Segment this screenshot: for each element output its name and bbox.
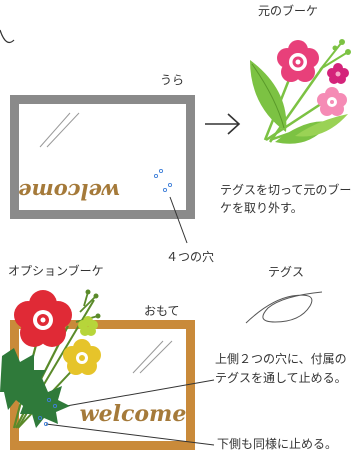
corner-curve — [0, 29, 15, 43]
hole-dot — [37, 415, 43, 421]
original-bouquet-label: 元のブーケ — [258, 4, 319, 18]
front-welcome-text: welcome — [80, 401, 187, 427]
tegusu-loop-icon — [245, 291, 323, 324]
back-frame-glass — [19, 104, 186, 210]
front-label: おもて — [144, 304, 180, 318]
lower-pointer-line — [45, 423, 215, 446]
back-label: うら — [160, 73, 185, 87]
back-welcome-text: welcome — [18, 179, 120, 204]
small-leaf — [295, 114, 348, 137]
hole-dot — [46, 397, 52, 403]
magenta-flower — [327, 63, 349, 84]
hole-dot — [158, 168, 164, 174]
four-holes-label: ４つの穴 — [166, 250, 215, 264]
glass-reflection-line — [139, 340, 173, 374]
red-flower — [14, 290, 72, 347]
cut-note: テグスを切って元のブーケを取り外す。 — [220, 183, 352, 215]
pink-flower — [277, 40, 319, 82]
right-arrow-icon — [205, 113, 241, 135]
tegusu-label: テグス — [268, 265, 305, 279]
hole-dot — [52, 403, 58, 409]
hole-dot — [167, 182, 173, 188]
lime-flower — [78, 316, 98, 336]
holes-pointer-line — [169, 196, 188, 244]
back-frame — [10, 95, 195, 244]
option-bouquet-label: オプションブーケ — [8, 264, 104, 278]
upper-holes-note: 上側２つの穴に、付属のテグスを通して止める。 — [215, 352, 347, 385]
yellow-flower — [63, 339, 101, 375]
option-bouquet — [0, 289, 101, 429]
glass-reflection-line — [132, 340, 164, 374]
glass-reflection-line — [39, 112, 71, 148]
hole-dot — [43, 421, 49, 427]
light-pink-flower — [317, 87, 347, 116]
upper-pointer-line — [54, 379, 215, 409]
original-bouquet — [250, 39, 351, 144]
hole-dot — [162, 187, 168, 193]
lower-holes-note: 下側も同様に止める。 — [217, 437, 338, 451]
holly-leaf — [20, 378, 70, 428]
big-leaf — [250, 60, 287, 132]
hole-dot — [153, 173, 159, 179]
glass-reflection-line — [46, 112, 80, 148]
